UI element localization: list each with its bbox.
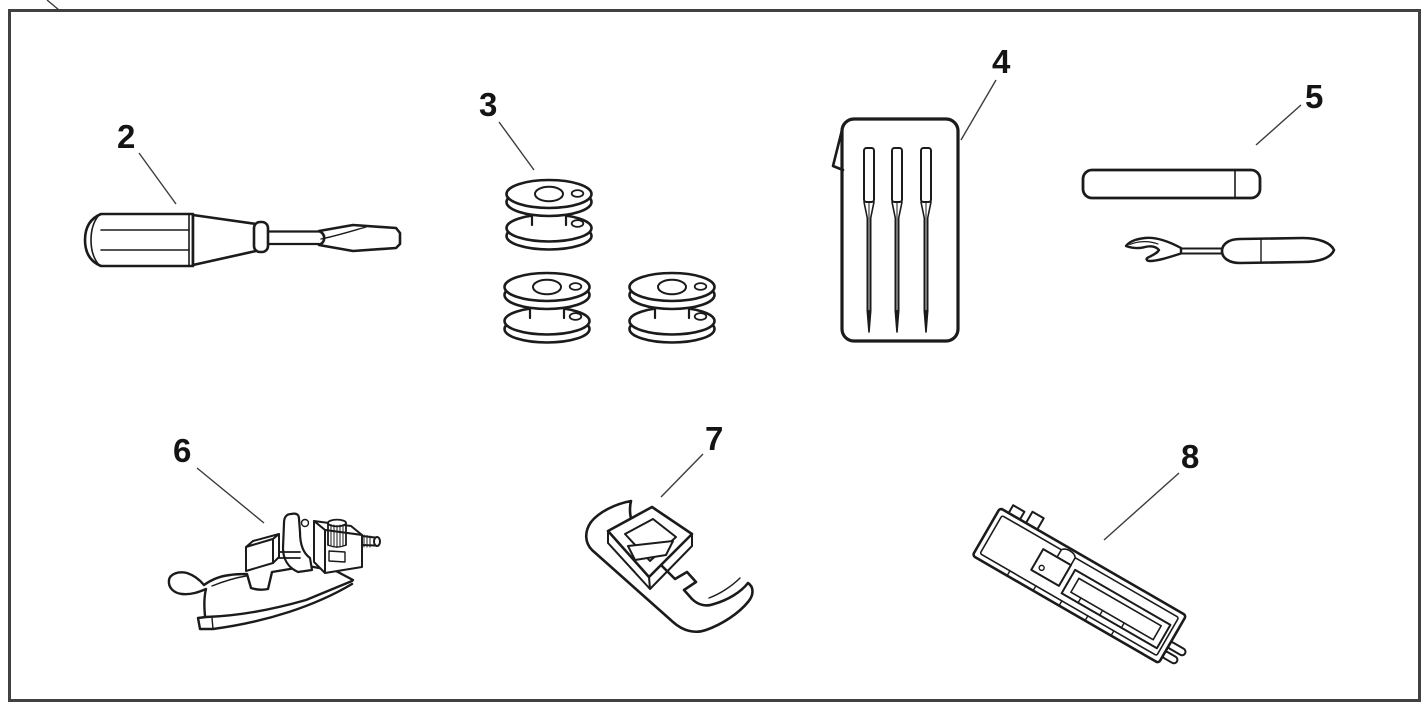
bobbin-bottom-right xyxy=(628,271,716,344)
sled-block-hole xyxy=(1038,564,1045,572)
seam-ripper-fork-inner-line xyxy=(1129,241,1159,246)
guide-pin xyxy=(278,551,301,559)
callout-5-leader-line xyxy=(1255,104,1302,146)
screwdriver-handle-facet-lines xyxy=(100,229,190,251)
callout-3-label: 3 xyxy=(479,86,497,123)
guide-block-front-face xyxy=(245,538,274,572)
item-7-group: 7 xyxy=(584,420,754,634)
item-8-group: 8 xyxy=(972,438,1199,665)
sled-slot-inner xyxy=(1070,577,1162,641)
callout-3-leader-line xyxy=(498,121,535,171)
sled-rail-ticks xyxy=(1077,597,1125,629)
foot-toe-inner-line xyxy=(211,575,247,587)
foot-arm-pivot-hole xyxy=(300,518,310,528)
callout-2-label: 2 xyxy=(117,118,135,155)
knurl-hatching xyxy=(330,524,344,548)
sled-center-block xyxy=(1030,548,1072,587)
screwdriver-shaft xyxy=(266,230,321,246)
seam-ripper-shaft xyxy=(1180,247,1224,255)
buttonhole-foot-illustration xyxy=(972,504,1187,665)
callout-2-leader-line xyxy=(138,152,177,205)
screwdriver-handle xyxy=(83,212,195,268)
seam-ripper-handle xyxy=(1220,236,1336,265)
foot-lifter-arm xyxy=(281,512,314,574)
foot-sole-top-edge xyxy=(228,564,355,591)
sled-rim-ticks xyxy=(1006,570,1115,637)
screw-block-left-face xyxy=(313,520,326,574)
foot-sole-flap-line xyxy=(211,617,214,630)
needle-pack-illustration xyxy=(831,117,960,343)
screwdriver-handle-cap-line xyxy=(90,214,100,266)
callout-7-leader-line xyxy=(660,453,704,498)
callout-5-label: 5 xyxy=(1305,78,1323,115)
thumb-screw-tip xyxy=(373,536,381,547)
sled-rim xyxy=(979,515,1179,656)
figure-border xyxy=(8,9,1421,702)
seam-ripper-fork xyxy=(1124,236,1183,263)
item-6-group: 6 xyxy=(167,432,381,631)
item-5-group: 5 xyxy=(1081,78,1336,265)
callout-1-leader-line-partial xyxy=(46,0,60,11)
callout-4-label: 4 xyxy=(992,43,1011,80)
screwdriver-ferrule xyxy=(252,220,270,254)
screwdriver-illustration xyxy=(83,212,402,268)
foot-sole-bottom-band xyxy=(196,579,354,631)
callout-6-leader-line xyxy=(196,467,265,524)
knurled-screw-sides xyxy=(327,522,347,546)
bobbin-top xyxy=(505,178,593,251)
callout-8-label: 8 xyxy=(1181,438,1199,475)
screwdriver-taper xyxy=(191,213,258,267)
shank-bridge-bar xyxy=(627,540,674,561)
zigzag-foot-illustration xyxy=(584,499,754,634)
callout-4-leader-line xyxy=(960,79,997,141)
overcasting-foot-illustration xyxy=(167,512,381,631)
needle-case-flap xyxy=(831,124,845,172)
bobbin-trio-illustration xyxy=(503,178,716,344)
lint-brush-and-seam-ripper-illustration xyxy=(1081,168,1336,265)
callout-6-label: 6 xyxy=(173,432,191,469)
foot-toe-curl xyxy=(167,571,232,618)
callout-8-leader-line xyxy=(1103,472,1180,541)
sled-center-tab xyxy=(1056,548,1076,566)
callout-7-label: 7 xyxy=(705,420,723,457)
foot-toe-inner-line xyxy=(708,577,741,599)
screwdriver-blade xyxy=(317,223,402,253)
shank-bridge-depth-lines xyxy=(607,530,693,590)
sled-slot-outer xyxy=(1060,568,1172,650)
thumb-screw-threads xyxy=(363,534,371,548)
lint-brush-bar xyxy=(1081,168,1262,200)
bobbin-bottom-left xyxy=(503,271,591,344)
screw-block-notch xyxy=(328,550,346,563)
item-2-group: 2 xyxy=(83,118,402,268)
item-4-group: 4 xyxy=(831,43,1011,343)
screwdriver-blade-crease xyxy=(320,226,367,240)
item-3-group: 3 xyxy=(479,86,716,344)
